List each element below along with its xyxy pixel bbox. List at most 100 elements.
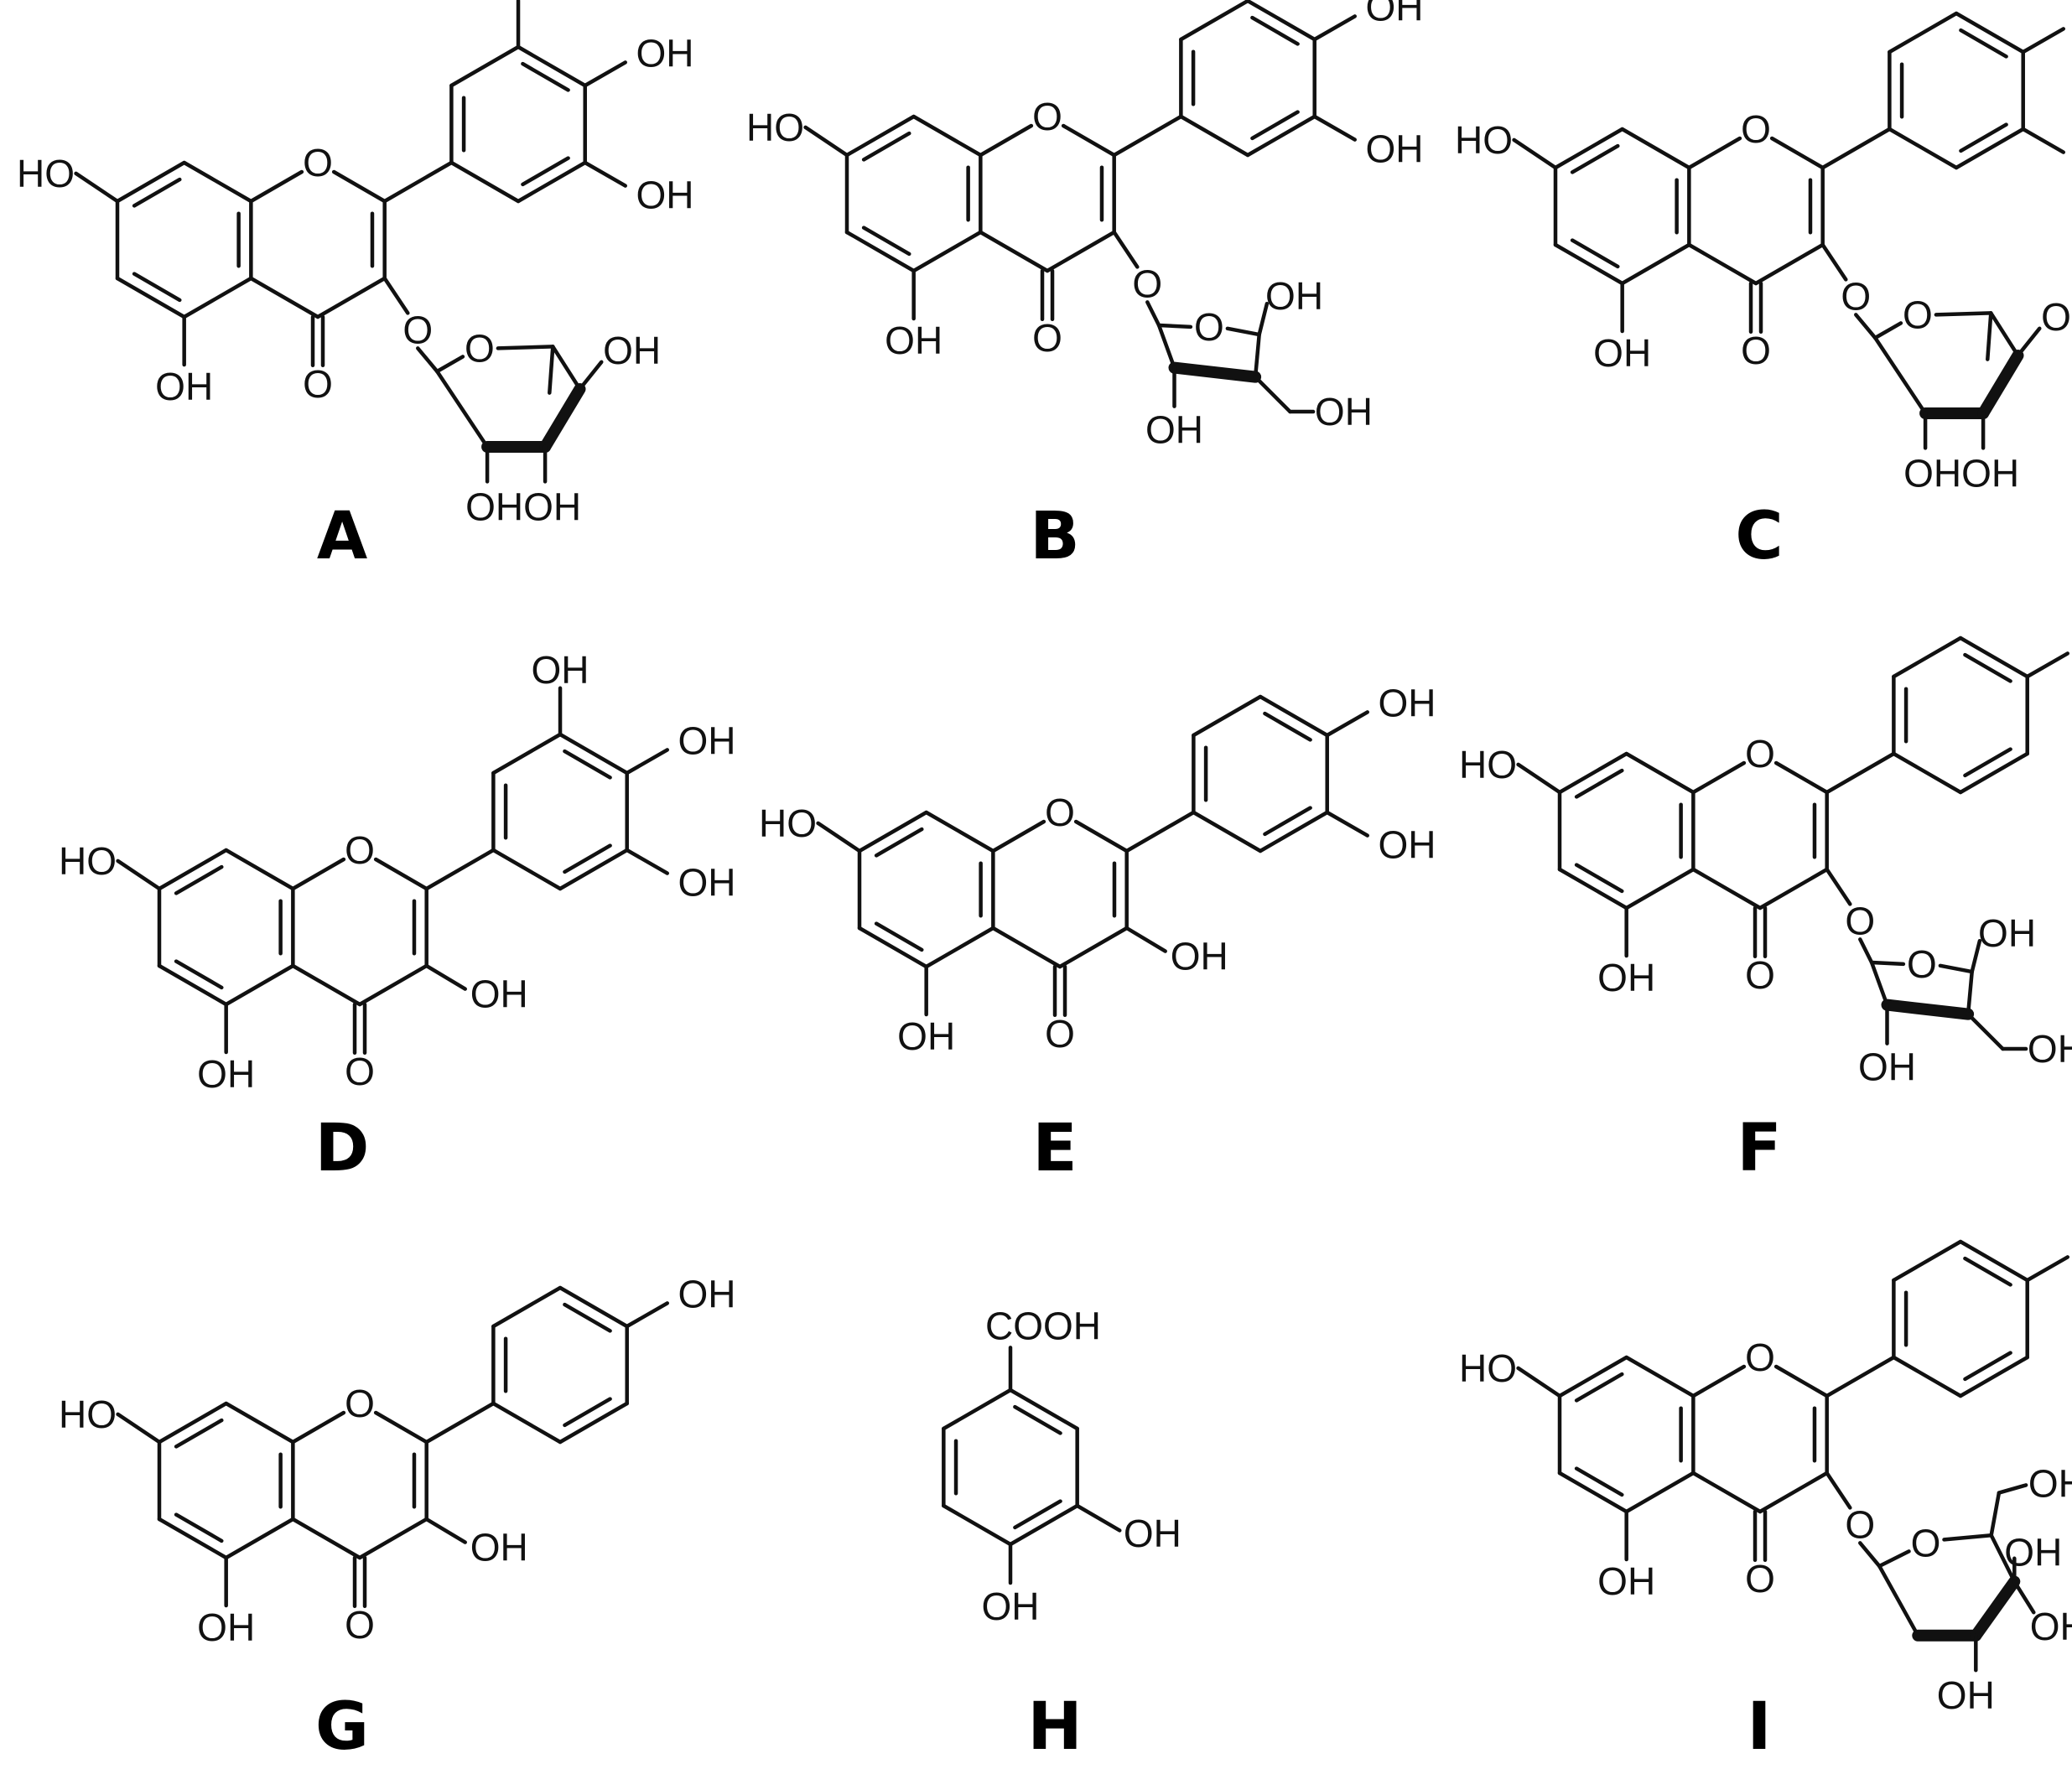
bond: [1325, 810, 1369, 838]
sugar-hydroxyl-pair: OHOH: [465, 485, 581, 528]
bond: [249, 169, 304, 204]
bond: [991, 819, 1046, 853]
sugar-hydroxyl: OH: [603, 329, 661, 372]
bond: [315, 276, 387, 319]
bond: [174, 864, 224, 895]
bond: [1963, 1256, 2012, 1287]
bond: [942, 1388, 1013, 1431]
bond: [1854, 313, 1877, 340]
bond: [1112, 114, 1183, 158]
sugar-hydroxyl: OH: [2030, 1605, 2072, 1648]
bond: [291, 1410, 346, 1445]
bond: [1888, 127, 1959, 170]
bond: [539, 383, 586, 453]
bond: [373, 857, 428, 891]
bond: [1869, 960, 1889, 1007]
bond: [1553, 242, 1624, 286]
hydroxyl-5: OH: [197, 1606, 255, 1649]
sugar-ring-oxygen: O: [465, 326, 495, 370]
bond: [435, 369, 490, 449]
bond: [1557, 1355, 1628, 1398]
panel-label-c: C: [1735, 499, 1783, 574]
bond: [115, 160, 186, 204]
bond: [1958, 751, 2029, 795]
bond: [1620, 242, 1691, 286]
bond: [1225, 326, 1261, 337]
bond: [1258, 810, 1329, 853]
bond: [424, 1401, 496, 1445]
hydroxyl-7: HO: [1455, 118, 1513, 162]
bond: [857, 926, 928, 969]
bond: [1758, 867, 1829, 910]
bond: [1624, 751, 1696, 795]
bond: [224, 963, 295, 1007]
bond: [1013, 1404, 1062, 1435]
ring-oxygen: O: [1745, 732, 1775, 776]
bond: [1825, 1471, 1852, 1510]
hydroxyl-4: OH: [982, 1585, 1040, 1628]
bond: [1057, 926, 1129, 969]
bond: [1820, 242, 1848, 282]
sugar-hydroxyl: OH: [1858, 1045, 1916, 1089]
bond: [578, 360, 604, 392]
bond: [979, 123, 1034, 158]
bond: [1620, 127, 1691, 170]
bond: [563, 1302, 612, 1333]
bond: [2025, 651, 2069, 679]
bond: [1557, 1471, 1628, 1514]
bond: [1553, 127, 1624, 170]
bond: [1250, 15, 1300, 46]
bond: [861, 131, 911, 162]
bond: [1970, 1575, 2021, 1642]
bond: [496, 345, 555, 350]
sugar-hydroxyl: OH: [1937, 1673, 1995, 1717]
bond: [382, 160, 454, 204]
ring-oxygen: O: [1745, 1336, 1775, 1379]
bond: [1574, 768, 1624, 799]
carbonyl-oxygen: O: [1045, 1012, 1075, 1056]
bond: [1958, 1355, 2029, 1398]
bond: [1691, 1471, 1763, 1514]
bond: [1516, 1366, 1562, 1398]
bond: [1989, 1533, 2017, 1584]
panel-label-e: E: [1032, 1111, 1077, 1186]
hydroxyl-3: OH: [470, 1526, 528, 1569]
bond: [521, 156, 570, 187]
bond: [1257, 301, 1270, 337]
bond: [1124, 810, 1196, 853]
bond: [435, 355, 465, 374]
hydroxyl-3p: OH: [1365, 127, 1423, 171]
bond: [1958, 1239, 2029, 1283]
bond: [1574, 1466, 1624, 1497]
bond: [174, 959, 224, 990]
bond: [1881, 999, 1975, 1020]
bond: [924, 926, 995, 969]
hydroxyl-7: HO: [746, 106, 804, 149]
bond: [132, 272, 182, 303]
bond: [1997, 1483, 2028, 1495]
hydroxyl-5: OH: [1597, 956, 1655, 999]
bond: [874, 827, 924, 858]
bond: [1156, 323, 1176, 370]
bond: [979, 230, 1050, 273]
bond: [116, 1412, 162, 1445]
hydroxyl-4p: OH: [636, 31, 693, 75]
bond: [182, 276, 253, 319]
bond: [1888, 11, 1959, 54]
bond: [1245, 114, 1316, 158]
bond: [1966, 1012, 2005, 1051]
panel-label-g: G: [315, 1689, 369, 1765]
hydroxyl-5p: OH: [490, 0, 548, 4]
bond: [844, 114, 916, 158]
bond: [1168, 361, 1262, 383]
bond: [1312, 14, 1357, 42]
bond: [1312, 114, 1357, 142]
hydroxyl-7: HO: [1459, 743, 1517, 786]
bond: [1008, 1388, 1079, 1431]
bond: [1773, 1364, 1829, 1398]
bond: [249, 276, 320, 319]
bond: [1825, 1355, 1896, 1398]
